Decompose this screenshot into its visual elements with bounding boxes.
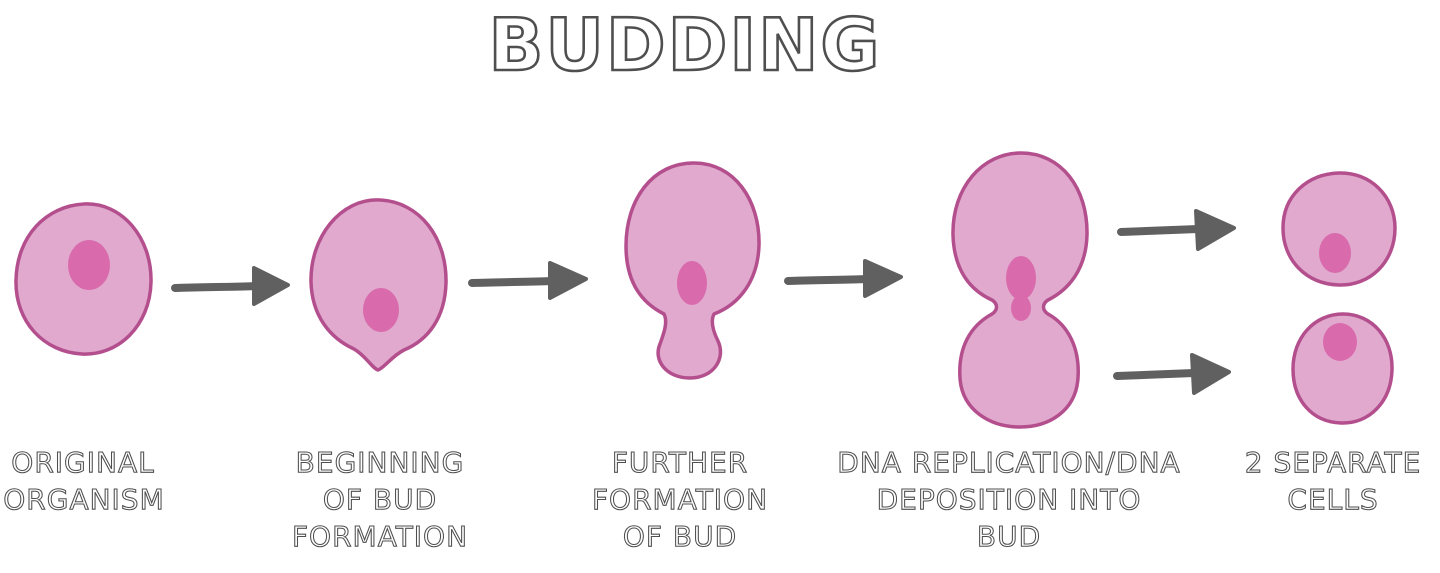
arrow-3	[784, 259, 903, 298]
diagram-title: BUDDING	[488, 3, 881, 87]
stage-2-line-2: OF BUD	[323, 483, 437, 516]
stage-2-line-1: BEGINNING	[296, 446, 465, 479]
arrow-1	[171, 266, 290, 306]
arrow-5-lower	[1113, 353, 1231, 395]
stage-1-original-organism	[14, 202, 153, 356]
stage-1-line-2: ORGANISM	[3, 483, 164, 516]
bud-start-nucleus	[363, 288, 399, 332]
stage-label-2: BEGINNING OF BUD FORMATION	[291, 445, 468, 553]
arrow-2	[468, 261, 588, 300]
stage-4-line-2: DEPOSITION INTO	[877, 483, 1142, 516]
stage-3-line-2: FORMATION	[592, 483, 768, 516]
daughter-cell-lower	[1291, 312, 1394, 425]
lower-cell-nucleus	[1323, 323, 1357, 361]
stage-5-line-2: CELLS	[1287, 483, 1378, 516]
upper-cell-nucleus	[1319, 233, 1351, 273]
stage-5-separate-cells	[1281, 171, 1397, 425]
stage-4-line-3: BUD	[977, 520, 1041, 553]
cell-with-bud-start	[309, 198, 448, 372]
stage-label-4: DNA REPLICATION/DNA DEPOSITION INTO BUD	[837, 445, 1180, 553]
arrow-4-upper	[1117, 209, 1236, 251]
stage-4-dna-replication	[951, 151, 1089, 429]
daughter-cell-upper	[1281, 171, 1397, 287]
replicating-dna-upper	[1006, 256, 1036, 300]
stage-2-beginning-of-bud	[309, 198, 448, 372]
stage-2-line-3: FORMATION	[292, 520, 468, 553]
stage-5-line-1: 2 SEPARATE	[1245, 446, 1422, 479]
stage-1-line-1: ORIGINAL	[11, 446, 154, 479]
stage-label-1: ORIGINAL ORGANISM	[3, 445, 165, 516]
stage-3-line-3: OF BUD	[623, 520, 737, 553]
replicating-dna-lower	[1011, 295, 1031, 321]
stage-3-line-1: FURTHER	[612, 446, 748, 479]
stage-4-line-1: DNA REPLICATION/DNA	[837, 446, 1180, 479]
stage-3-further-formation	[624, 161, 761, 380]
stage-label-3: FURTHER FORMATION OF BUD	[591, 445, 768, 553]
stage-label-5: 2 SEPARATE CELLS	[1244, 445, 1422, 516]
original-cell-nucleus	[68, 240, 110, 290]
growing-bud-nucleus	[677, 261, 707, 305]
